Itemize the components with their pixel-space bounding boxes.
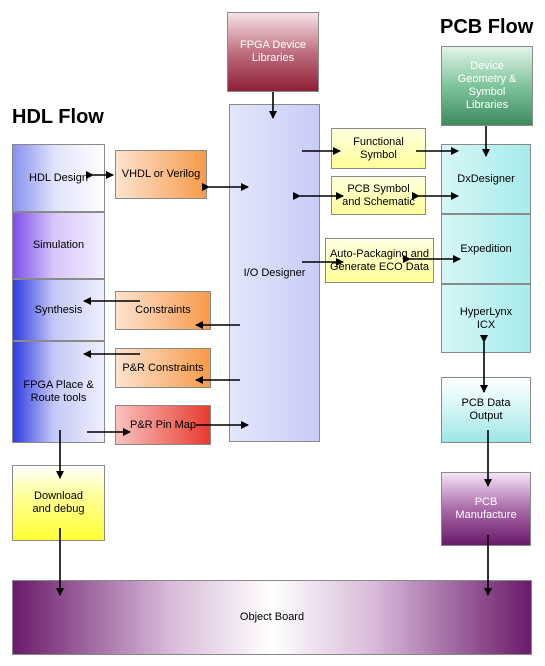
dxdesigner-box: DxDesigner bbox=[441, 144, 531, 214]
pcb-symbol-schematic-label: PCB Symbol and Schematic bbox=[342, 182, 415, 208]
functional-symbol-label: Functional Symbol bbox=[353, 135, 404, 161]
io-designer-box: I/O Designer bbox=[229, 104, 320, 442]
synthesis-box: Synthesis bbox=[12, 279, 105, 341]
pcb-data-output-box: PCB Data Output bbox=[441, 377, 531, 443]
pr-constraints-label: P&R Constraints bbox=[122, 361, 204, 374]
simulation-label: Simulation bbox=[32, 239, 85, 251]
device-geometry-label: Device Geometry & Symbol Libraries bbox=[457, 60, 517, 111]
hdl-design-label: HDL Design bbox=[29, 171, 88, 184]
fpga-place-route-label: FPGA Place & Route tools bbox=[23, 379, 94, 404]
fpga-device-libraries-box: FPGA Device Libraries bbox=[227, 12, 319, 92]
pcb-flow-title: PCB Flow bbox=[440, 16, 534, 38]
pcb-data-output-label: PCB Data Output bbox=[461, 397, 511, 422]
synthesis-label: Synthesis bbox=[34, 303, 83, 316]
vhdl-verilog-label: VHDL or Verilog bbox=[121, 168, 201, 180]
fpga-place-route-box: FPGA Place & Route tools bbox=[12, 341, 105, 443]
pcb-manufacture-label: PCB Manufacture bbox=[455, 496, 517, 521]
simulation-box: Simulation bbox=[12, 212, 105, 279]
auto-packaging-box: Auto-Packaging and Generate ECO Data bbox=[325, 238, 434, 283]
fpga-device-libraries-label: FPGA Device Libraries bbox=[239, 39, 307, 64]
expedition-label: Expedition bbox=[460, 242, 512, 255]
constraints-label: Constraints bbox=[135, 304, 191, 316]
auto-packaging-label: Auto-Packaging and Generate ECO Data bbox=[329, 247, 430, 273]
object-board-box: Object Board bbox=[12, 580, 532, 655]
vhdl-verilog-box: VHDL or Verilog bbox=[115, 150, 207, 199]
pr-pin-map-label: P&R Pin Map bbox=[129, 418, 197, 431]
pr-pin-map-box: P&R Pin Map bbox=[115, 405, 211, 445]
hyperlynx-box: HyperLynx ICX bbox=[441, 284, 531, 353]
download-debug-box: Download and debug bbox=[12, 465, 105, 541]
device-geometry-box: Device Geometry & Symbol Libraries bbox=[441, 46, 533, 126]
object-board-label: Object Board bbox=[239, 611, 305, 623]
pcb-symbol-schematic-box: PCB Symbol and Schematic bbox=[331, 176, 426, 215]
dxdesigner-label: DxDesigner bbox=[457, 172, 515, 185]
hdl-flow-title: HDL Flow bbox=[12, 106, 104, 128]
functional-symbol-box: Functional Symbol bbox=[331, 128, 426, 169]
expedition-box: Expedition bbox=[441, 214, 531, 284]
io-designer-label: I/O Designer bbox=[243, 266, 306, 279]
hdl-design-box: HDL Design bbox=[12, 144, 105, 212]
constraints-box: Constraints bbox=[115, 291, 211, 330]
pr-constraints-box: P&R Constraints bbox=[115, 348, 211, 388]
download-debug-label: Download and debug bbox=[32, 490, 85, 515]
pcb-manufacture-box: PCB Manufacture bbox=[441, 472, 531, 546]
hyperlynx-label: HyperLynx ICX bbox=[459, 305, 513, 331]
